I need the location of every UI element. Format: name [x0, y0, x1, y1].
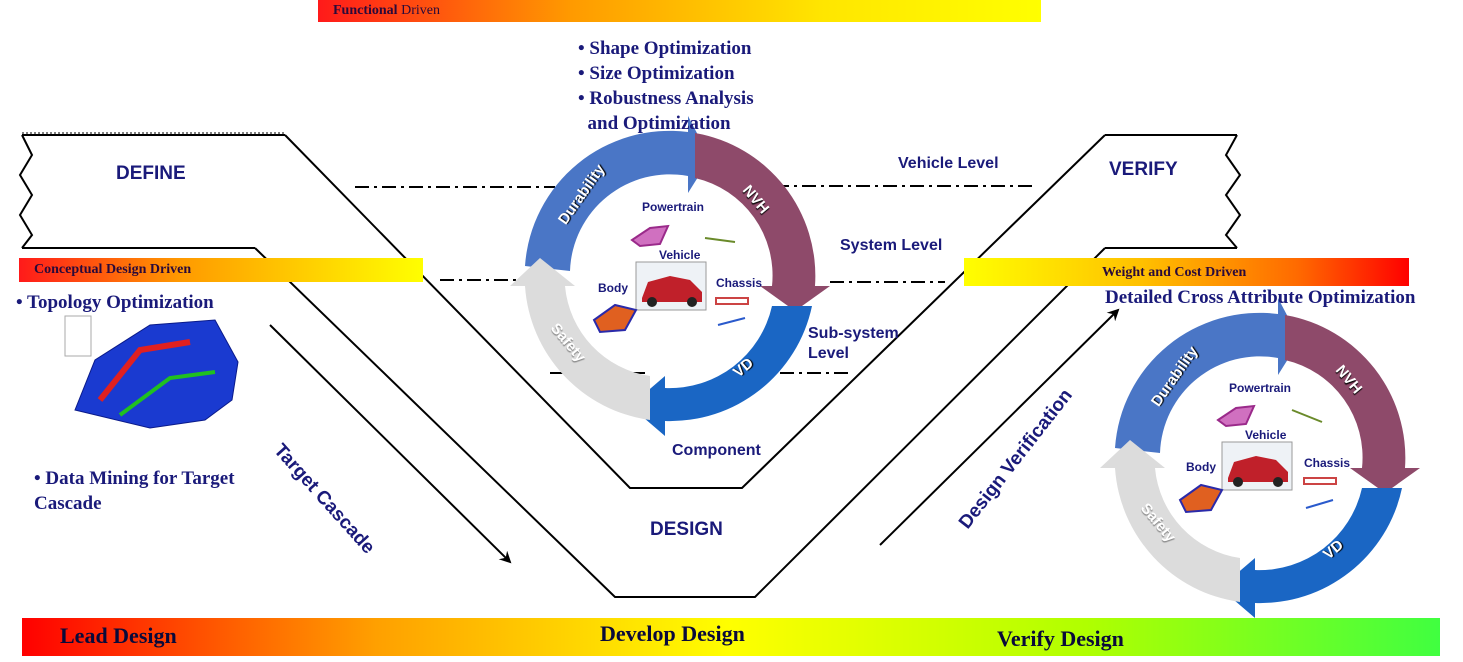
optimization-item: • Shape Optimization: [578, 38, 752, 59]
lead-design-label: Lead Design: [60, 623, 177, 648]
vehicle-label: Vehicle: [659, 248, 701, 262]
optimization-item: and Optimization: [578, 113, 731, 134]
develop-design-label: Develop Design: [600, 621, 745, 646]
powertrain-label-2: Powertrain: [1229, 381, 1292, 395]
define-box: [18, 134, 285, 249]
nvh-segment: [695, 133, 830, 311]
vehicle-level-label: Vehicle Level: [898, 155, 999, 172]
verify-box: [1105, 134, 1242, 249]
outer-v: [254, 247, 1106, 598]
verify-label: VERIFY: [1109, 159, 1178, 180]
car-image-2: [1221, 441, 1293, 491]
nvh-segment-2: [1285, 315, 1420, 493]
body-label: Body: [598, 281, 628, 295]
bottom-phase-bar: Lead Design Develop Design Verify Design: [22, 618, 1440, 656]
verify-design-label: Verify Design: [997, 626, 1124, 651]
part-sketches-1: [592, 224, 749, 334]
topology-optimization-label: • Topology Optimization: [16, 292, 214, 313]
target-cascade-arrow: [269, 324, 512, 564]
body-label-2: Body: [1186, 460, 1216, 474]
detailed-optimization-label: Detailed Cross Attribute Optimization: [1105, 287, 1416, 308]
part-sketches-2: [1178, 404, 1337, 514]
system-level-label: System Level: [840, 237, 943, 254]
vd-segment-2: [1220, 488, 1402, 618]
inner-v: [284, 134, 1106, 489]
subsystem-label-1: Sub-system: [808, 325, 899, 342]
vd-segment: [630, 306, 812, 436]
subsystem-label-2: Level: [808, 345, 849, 362]
optimization-item: • Size Optimization: [578, 63, 735, 84]
functional-driven-bar: Functional Driven: [318, 0, 1041, 22]
safety-segment: [510, 258, 650, 420]
data-mining-label-1: • Data Mining for Target: [34, 468, 235, 489]
define-label: DEFINE: [116, 163, 186, 184]
conceptual-design-bar: Conceptual Design Driven: [19, 258, 423, 282]
design-verification-arrow: [879, 308, 1120, 546]
data-mining-label-2: Cascade: [34, 493, 102, 514]
optimization-item: • Robustness Analysis: [578, 88, 754, 109]
vehicle-label-2: Vehicle: [1245, 428, 1287, 442]
chassis-label: Chassis: [716, 276, 763, 290]
durability-segment-2: [1115, 298, 1300, 453]
topology-image: [64, 315, 239, 429]
cycle-main: [510, 116, 830, 436]
functional-label: Functional: [333, 3, 398, 18]
design-label: DESIGN: [650, 519, 723, 540]
durability-segment: [525, 116, 710, 271]
chassis-label-2: Chassis: [1304, 456, 1351, 470]
weight-cost-label: Weight and Cost Driven: [1102, 265, 1247, 280]
conceptual-design-label: Conceptual Design Driven: [34, 262, 192, 277]
driven-label: Driven: [397, 3, 440, 18]
car-image-1: [635, 261, 707, 311]
safety-segment-2: [1100, 440, 1240, 602]
component-label: Component: [672, 442, 761, 459]
powertrain-label: Powertrain: [642, 200, 705, 214]
weight-cost-bar: Weight and Cost Driven: [964, 258, 1409, 286]
cycle-right: [1100, 298, 1420, 618]
